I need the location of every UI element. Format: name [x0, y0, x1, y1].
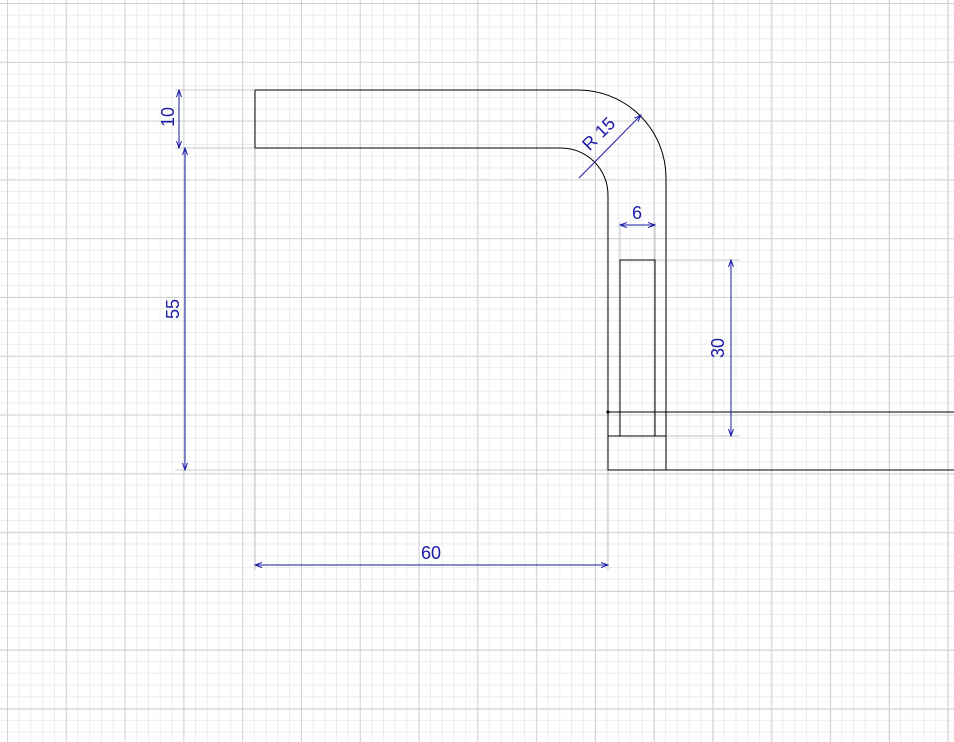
dimension-label-radius: R 15 [578, 113, 619, 154]
dimension-thickness-top: 10 [158, 90, 179, 148]
slot-rectangle [619, 259, 656, 437]
dimension-slot-width: 6 [620, 203, 655, 225]
dimension-length: 60 [255, 543, 608, 565]
dimension-slot-height: 30 [708, 260, 731, 436]
horizontal-rail [608, 411, 954, 471]
dimension-bend-radius: R 15 [578, 113, 641, 179]
origin-point [606, 410, 610, 414]
dimension-label-slot-width: 6 [632, 203, 642, 223]
dimension-line-radius [578, 115, 641, 179]
dimension-label-thickness: 10 [158, 107, 178, 127]
dimension-label-slot-height: 30 [708, 338, 728, 358]
bent-bar-outline [254, 89, 667, 470]
extension-lines [175, 89, 740, 570]
base-block [607, 435, 667, 471]
dimension-label-length: 60 [421, 543, 441, 563]
dimension-label-height: 55 [163, 299, 183, 319]
dimension-height: 55 [163, 148, 185, 470]
